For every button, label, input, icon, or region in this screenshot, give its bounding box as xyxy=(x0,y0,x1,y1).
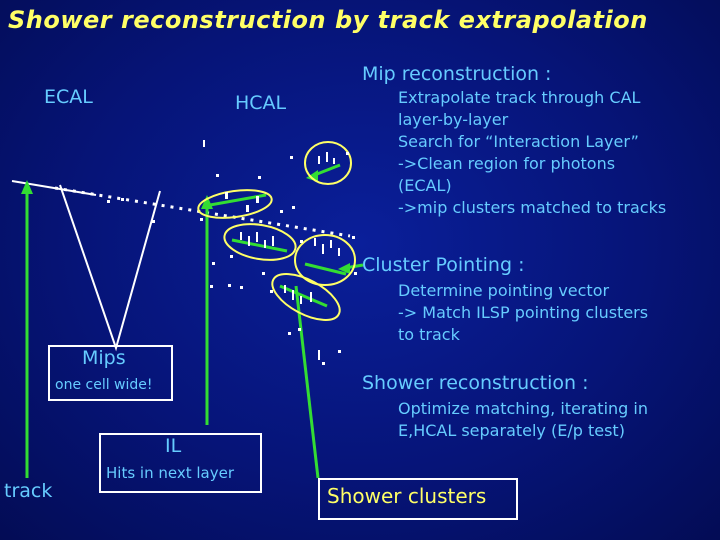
ellipse-cluster-2 xyxy=(294,234,356,286)
mips-label: Mips xyxy=(82,347,126,369)
mip-line: (ECAL) xyxy=(398,176,452,195)
hcal-label: HCAL xyxy=(235,92,287,114)
calorimeter-hits xyxy=(107,140,357,365)
mip-section-title: Mip reconstruction : xyxy=(362,63,552,85)
cluster-section-title: Cluster Pointing : xyxy=(362,254,525,276)
shower-clusters-label: Shower clusters xyxy=(327,484,487,508)
mip-line: Extrapolate track through CAL xyxy=(398,88,641,107)
mips-v-shape xyxy=(59,184,161,352)
il-sublabel: Hits in next layer xyxy=(106,464,234,482)
mip-line: ->mip clusters matched to tracks xyxy=(398,198,667,217)
mip-line: layer-by-layer xyxy=(398,110,509,129)
track-arrowhead xyxy=(21,180,33,194)
il-box xyxy=(99,433,262,493)
cluster-line: Determine pointing vector xyxy=(398,281,610,300)
mip-line: ->Clean region for photons xyxy=(398,154,616,173)
cluster-segment-3 xyxy=(279,284,328,308)
mip-section-body: Extrapolate track through CAL layer-by-l… xyxy=(398,87,716,219)
mip-line: Search for “Interaction Layer” xyxy=(398,132,639,151)
cluster-line: -> Match ILSP pointing clusters xyxy=(398,303,649,322)
track-label: track xyxy=(4,480,53,502)
cluster-section-body: Determine pointing vector -> Match ILSP … xyxy=(398,280,716,346)
shower-line: Optimize matching, iterating in xyxy=(398,399,648,418)
slide-title: Shower reconstruction by track extrapola… xyxy=(8,6,648,34)
ecal-label: ECAL xyxy=(44,86,93,108)
cluster-segment-4 xyxy=(304,262,347,276)
mip-arrowhead xyxy=(306,170,318,182)
cluster-line: to track xyxy=(398,325,460,344)
shower-line: E,HCAL separately (E/p test) xyxy=(398,421,625,440)
mips-box xyxy=(48,345,173,401)
shower-section-title: Shower reconstruction : xyxy=(362,372,589,394)
extrapolation-line xyxy=(54,186,351,238)
il-label: IL xyxy=(165,435,182,457)
ellipse-cluster-3 xyxy=(271,273,341,321)
cluster-arrowhead xyxy=(338,263,350,274)
ellipse-cluster-1 xyxy=(223,223,297,261)
mips-sublabel: one cell wide! xyxy=(55,377,153,393)
ellipse-il xyxy=(197,189,273,219)
cluster-segment-2 xyxy=(231,238,288,253)
shower-arrow xyxy=(294,285,320,479)
il-arrowhead xyxy=(201,195,213,209)
shower-section-body: Optimize matching, iterating in E,HCAL s… xyxy=(398,398,716,442)
shower-clusters-box xyxy=(318,478,518,520)
ellipse-mip xyxy=(304,141,352,185)
